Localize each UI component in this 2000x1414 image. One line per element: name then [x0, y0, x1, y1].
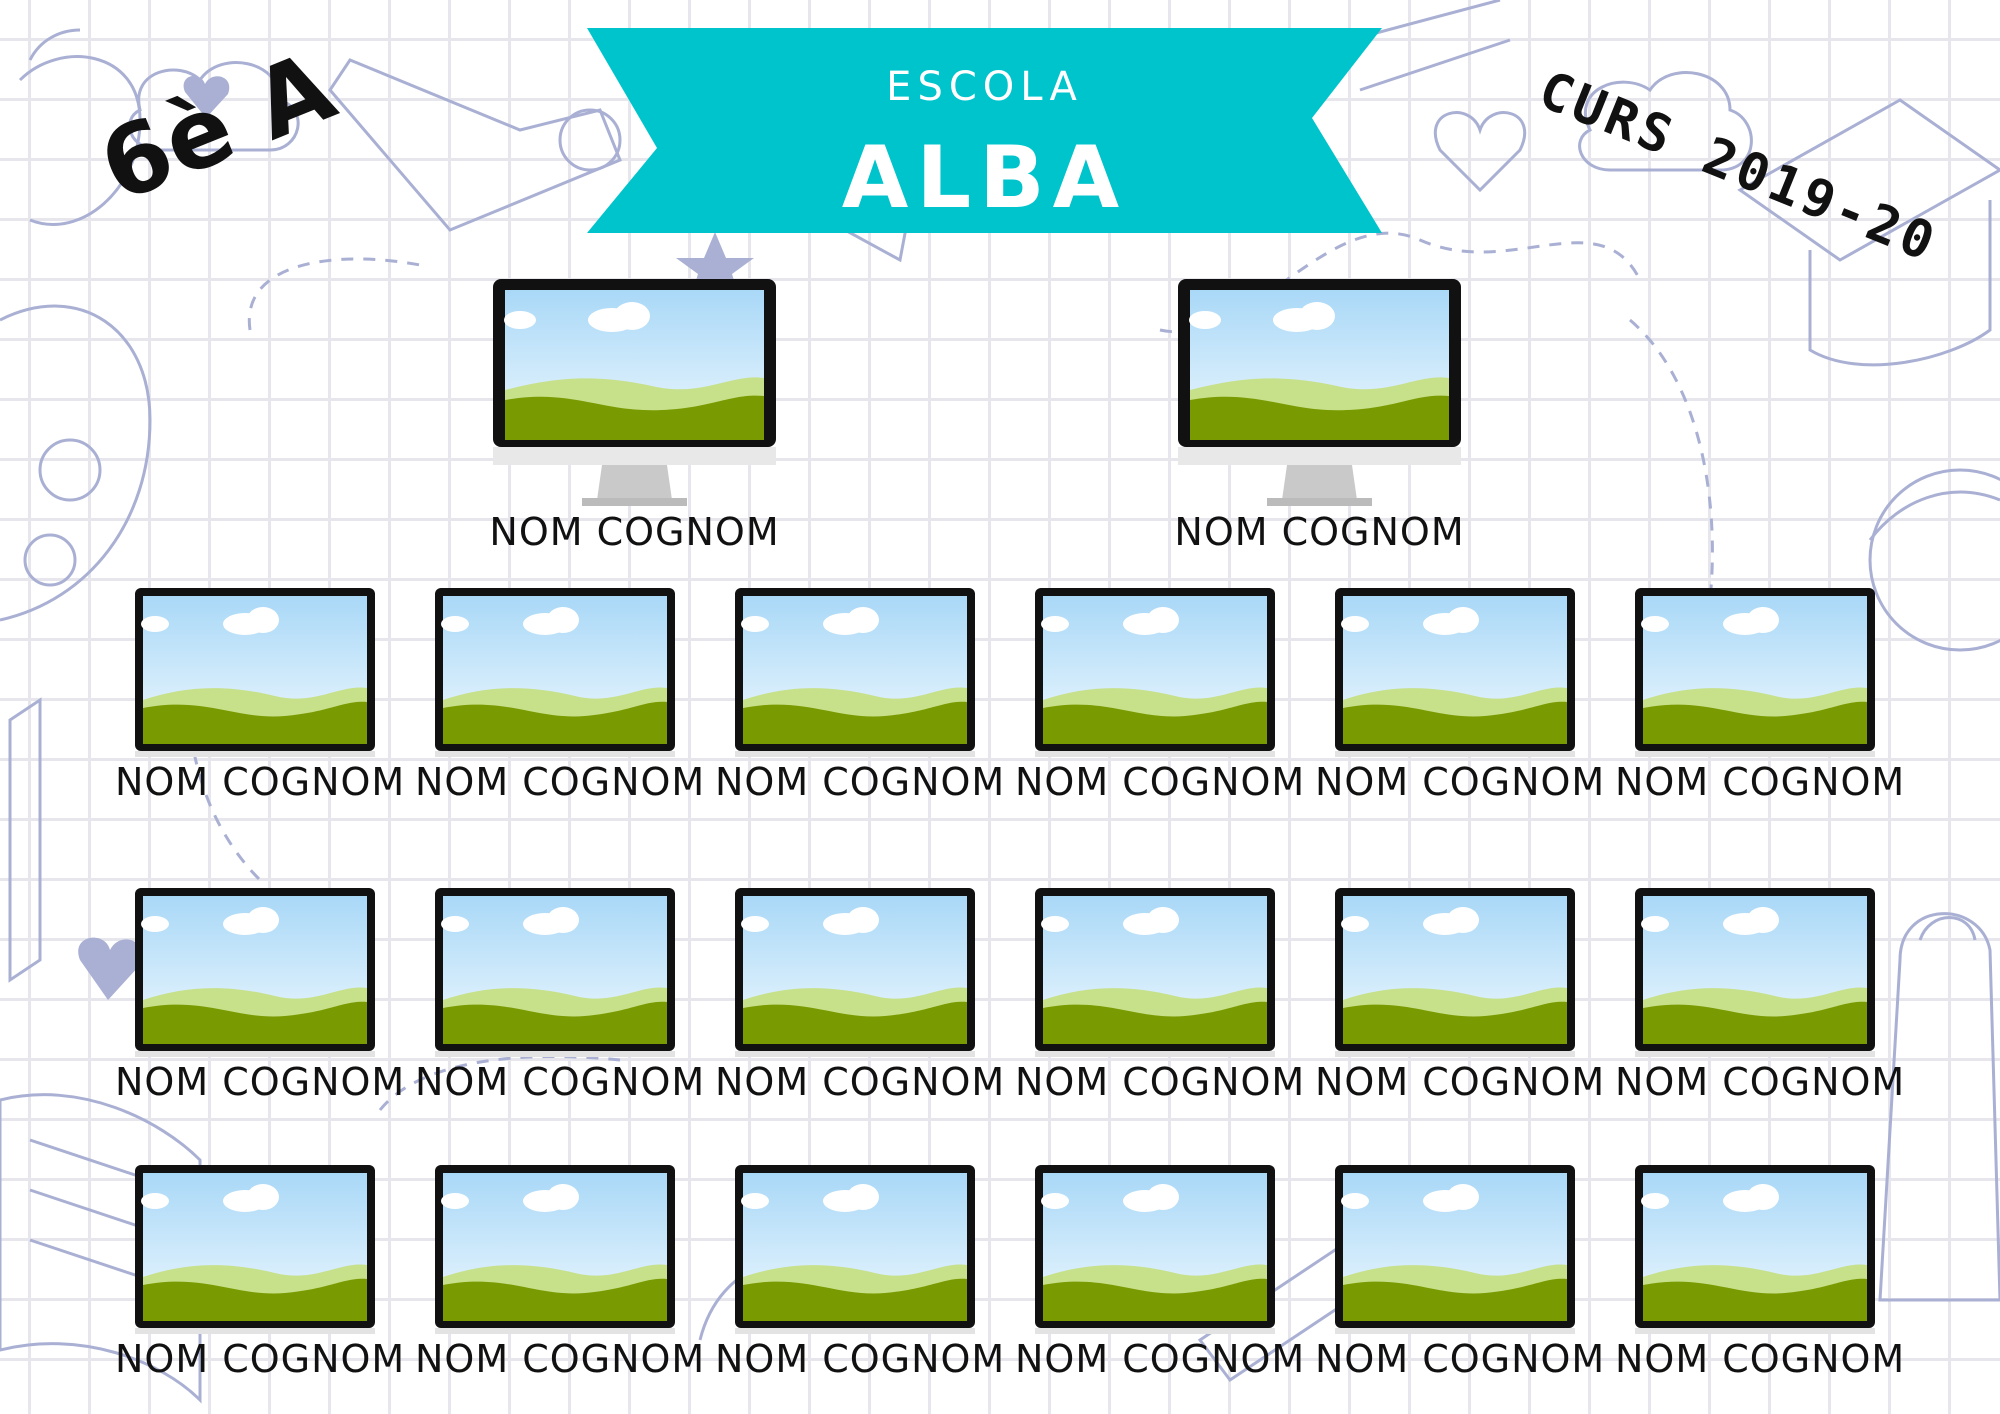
student-name: NOM COGNOM — [1015, 1060, 1306, 1104]
student-card: NOM COGNOM — [1615, 888, 1904, 1104]
laptop-icon — [435, 588, 675, 757]
student-card: NOM COGNOM — [1315, 588, 1604, 804]
laptop-icon — [735, 1165, 975, 1334]
student-card: NOM COGNOM — [115, 588, 404, 804]
class-label: 6è A — [85, 30, 350, 224]
student-name: NOM COGNOM — [1315, 1337, 1606, 1381]
banner-title: ALBA — [841, 128, 1128, 228]
student-name: NOM COGNOM — [415, 760, 706, 804]
student-card: NOM COGNOM — [715, 588, 1004, 804]
student-name: NOM COGNOM — [1615, 1060, 1906, 1104]
student-name: NOM COGNOM — [415, 1337, 706, 1381]
student-card: NOM COGNOM — [415, 1165, 704, 1381]
laptop-icon — [1035, 588, 1275, 757]
student-card: NOM COGNOM — [1015, 888, 1304, 1104]
laptop-icon — [1335, 588, 1575, 757]
desktop-monitor-icon — [1178, 279, 1461, 506]
laptop-icon — [1035, 1165, 1275, 1334]
student-name: NOM COGNOM — [1015, 1337, 1306, 1381]
laptop-icon — [435, 888, 675, 1057]
student-card: NOM COGNOM — [715, 888, 1004, 1104]
student-card: NOM COGNOM — [1615, 1165, 1904, 1381]
student-card: NOM COGNOM — [715, 1165, 1004, 1381]
teacher-name: NOM COGNOM — [1174, 510, 1465, 554]
student-card: NOM COGNOM — [415, 588, 704, 804]
laptop-icon — [135, 1165, 375, 1334]
student-name: NOM COGNOM — [1615, 1337, 1906, 1381]
student-card: NOM COGNOM — [1015, 1165, 1304, 1381]
student-name: NOM COGNOM — [715, 1060, 1006, 1104]
student-card: NOM COGNOM — [1315, 888, 1604, 1104]
laptop-icon — [1635, 588, 1875, 757]
teacher-card: NOM COGNOM — [489, 278, 779, 554]
school-banner: ESCOLA ALBA — [587, 28, 1382, 233]
desktop-monitor-icon — [493, 279, 776, 506]
student-name: NOM COGNOM — [115, 760, 406, 804]
laptop-icon — [135, 888, 375, 1057]
laptop-icon — [435, 1165, 675, 1334]
student-name: NOM COGNOM — [115, 1337, 406, 1381]
student-name: NOM COGNOM — [715, 760, 1006, 804]
laptop-icon — [735, 888, 975, 1057]
banner-subtitle: ESCOLA — [886, 64, 1083, 110]
student-name: NOM COGNOM — [1015, 760, 1306, 804]
student-card: NOM COGNOM — [115, 888, 404, 1104]
teacher-card: NOM COGNOM — [1174, 278, 1464, 554]
laptop-icon — [735, 588, 975, 757]
student-card: NOM COGNOM — [115, 1165, 404, 1381]
teacher-name: NOM COGNOM — [489, 510, 780, 554]
laptop-icon — [135, 588, 375, 757]
student-name: NOM COGNOM — [715, 1337, 1006, 1381]
ribbon-shape — [587, 28, 1382, 233]
laptop-icon — [1635, 888, 1875, 1057]
student-card: NOM COGNOM — [1015, 588, 1304, 804]
laptop-icon — [1335, 888, 1575, 1057]
student-card: NOM COGNOM — [415, 888, 704, 1104]
student-name: NOM COGNOM — [1315, 1060, 1606, 1104]
student-name: NOM COGNOM — [115, 1060, 406, 1104]
laptop-icon — [1335, 1165, 1575, 1334]
student-name: NOM COGNOM — [1315, 760, 1606, 804]
student-card: NOM COGNOM — [1315, 1165, 1604, 1381]
laptop-icon — [1035, 888, 1275, 1057]
student-name: NOM COGNOM — [1615, 760, 1906, 804]
student-card: NOM COGNOM — [1615, 588, 1904, 804]
student-name: NOM COGNOM — [415, 1060, 706, 1104]
year-label: CURS 2019-20 — [1530, 60, 1946, 275]
laptop-icon — [1635, 1165, 1875, 1334]
